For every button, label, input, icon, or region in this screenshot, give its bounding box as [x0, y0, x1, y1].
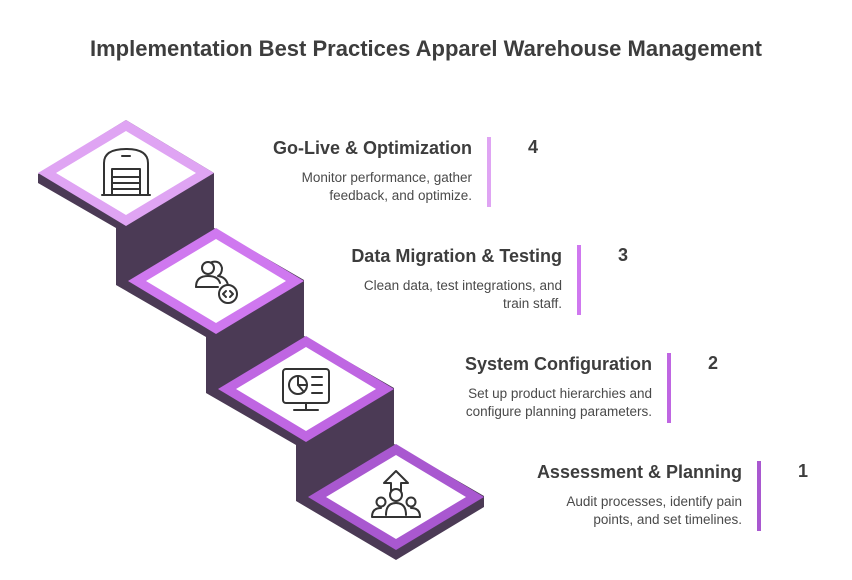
- step-divider: [757, 461, 761, 531]
- step-tile-inner-4: [56, 131, 196, 215]
- step-text-2: System Configuration Set up product hier…: [352, 353, 652, 421]
- step-divider: [667, 353, 671, 423]
- step-divider: [577, 245, 581, 315]
- step-text-3: Data Migration & Testing Clean data, tes…: [262, 245, 562, 313]
- step-number: 2: [708, 353, 719, 373]
- step-title: Data Migration & Testing: [351, 246, 562, 266]
- users-code-icon: [195, 260, 238, 304]
- team-growth-icon: [371, 470, 421, 518]
- warehouse-icon: [101, 148, 151, 196]
- step-number: 3: [618, 245, 629, 265]
- step-title: Go-Live & Optimization: [272, 138, 472, 158]
- staircase-body: [38, 120, 484, 560]
- step-title: System Configuration: [464, 354, 652, 374]
- step-divider: [487, 137, 491, 207]
- step-number: 1: [798, 461, 809, 481]
- step-tile-inner-3: [146, 239, 286, 323]
- step-text-1: Assessment & Planning Audit processes, i…: [442, 461, 742, 529]
- monitor-chart-icon: [282, 368, 330, 411]
- page-title: Implementation Best Practices Apparel Wa…: [90, 36, 762, 61]
- step-number: 4: [528, 137, 539, 157]
- step-text-4: Go-Live & Optimization Monitor performan…: [172, 137, 472, 205]
- step-tile-inner-1: [326, 455, 466, 539]
- step-title: Assessment & Planning: [536, 462, 742, 482]
